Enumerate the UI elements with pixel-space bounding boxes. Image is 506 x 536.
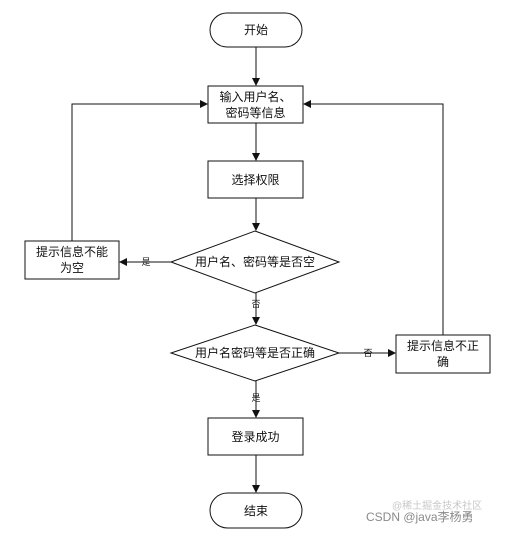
input-label-line-1: 输入用户名、 bbox=[219, 89, 291, 104]
input-credentials-node: 输入用户名、 密码等信息 bbox=[207, 85, 304, 124]
error-empty-line-2: 为空 bbox=[60, 261, 84, 275]
start-label: 开始 bbox=[244, 23, 268, 37]
error-incorrect-line-2: 确 bbox=[437, 355, 449, 369]
csdn-watermark: CSDN @java李杨勇 bbox=[366, 510, 474, 524]
decision-empty-label: 用户名、密码等是否空 bbox=[195, 254, 315, 269]
edge-label-yes-1: 是 bbox=[141, 257, 150, 268]
edge-label-no-1: 否 bbox=[251, 299, 260, 310]
start-node: 开始 bbox=[209, 12, 303, 48]
decision-correct-node: 用户名密码等是否正确 bbox=[169, 324, 341, 382]
login-success-node: 登录成功 bbox=[207, 417, 304, 456]
faint-watermark: @稀土掘金技术社区 bbox=[392, 501, 483, 512]
select-permission-label: 选择权限 bbox=[231, 173, 279, 187]
error-incorrect-line-1: 提示信息不正 bbox=[407, 338, 479, 353]
select-permission-node: 选择权限 bbox=[207, 160, 304, 199]
decision-empty-node: 用户名、密码等是否空 bbox=[169, 230, 341, 294]
edge-label-yes-2: 是 bbox=[251, 393, 260, 404]
edge-label-no-2: 否 bbox=[363, 348, 372, 359]
error-empty-node: 提示信息不能 为空 bbox=[24, 240, 120, 280]
login-success-label: 登录成功 bbox=[231, 429, 279, 444]
error-empty-line-1: 提示信息不能 bbox=[36, 244, 108, 259]
edge-error-incorrect-to-input bbox=[303, 100, 444, 335]
edge-error-empty-to-input bbox=[71, 100, 208, 241]
input-label-line-2: 密码等信息 bbox=[225, 105, 285, 120]
end-label: 结束 bbox=[244, 504, 268, 518]
error-incorrect-node: 提示信息不正 确 bbox=[395, 334, 491, 374]
end-node: 结束 bbox=[209, 492, 303, 529]
decision-correct-label: 用户名密码等是否正确 bbox=[195, 345, 315, 360]
